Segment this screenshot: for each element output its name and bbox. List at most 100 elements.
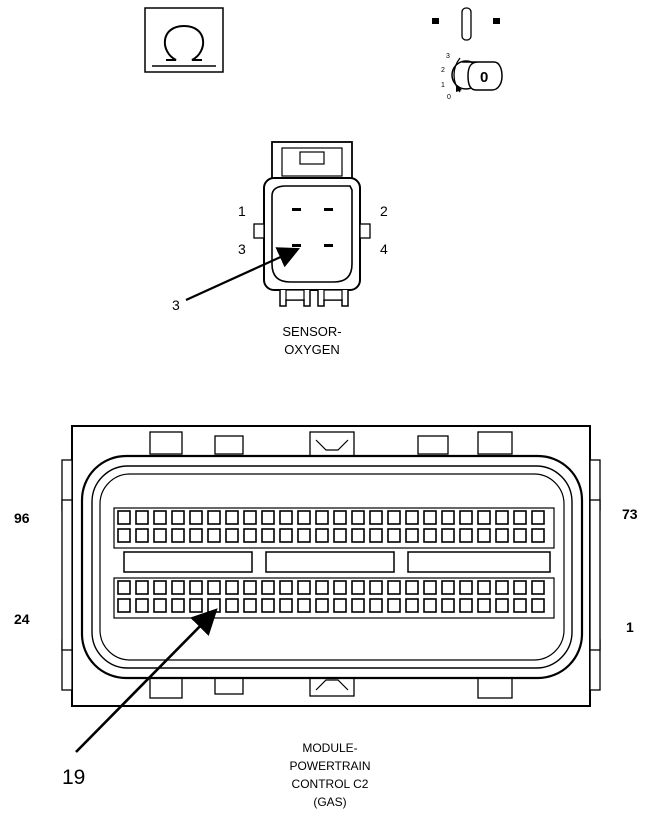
ignition-position-label: 3: [446, 53, 450, 60]
pcm-pin-cavity: [387, 598, 401, 613]
pcm-pin-cavity: [423, 598, 437, 613]
pcm-pin-cavity: [531, 580, 545, 595]
pcm-pin-cavity: [459, 598, 473, 613]
pcm-pin-cavity: [531, 598, 545, 613]
pcm-pin-cavity: [225, 510, 239, 525]
pcm-pin-cavity: [333, 528, 347, 543]
pcm-pin-cavity: [495, 580, 509, 595]
pcm-pin-cavity: [261, 528, 275, 543]
pcm-pin-cavity: [315, 580, 329, 595]
pcm-name-line2: POWERTRAIN: [289, 759, 370, 773]
oxygen-sensor-connector: [253, 141, 371, 307]
pcm-pin-cavity: [207, 528, 221, 543]
ignition-position-label: 0: [447, 94, 451, 101]
pcm-pin-cavity: [351, 598, 365, 613]
pcm-pin-cavity: [315, 598, 329, 613]
sensor-pin-3: [292, 244, 301, 247]
sensor-pin-4: [324, 244, 333, 247]
pcm-pin-cavity: [351, 528, 365, 543]
pcm-pin-cavity: [117, 580, 131, 595]
pcm-pin-cavity: [531, 510, 545, 525]
pcm-callout-label: 19: [62, 766, 85, 789]
pcm-pin-cavity: [297, 580, 311, 595]
pcm-pin-cavity: [351, 580, 365, 595]
pcm-pin-cavity: [243, 510, 257, 525]
pcm-pin-cavity: [153, 598, 167, 613]
sensor-callout-arrow: [185, 247, 301, 302]
sensor-pin-label-3: 3: [238, 241, 246, 257]
pcm-pin-cavity: [369, 528, 383, 543]
pcm-pin-cavity: [387, 510, 401, 525]
pcm-pin-cavity: [261, 510, 275, 525]
pcm-pin-cavity: [225, 598, 239, 613]
pcm-pin-cavity: [225, 580, 239, 595]
pcm-pin-cavity: [297, 510, 311, 525]
pcm-pin-cavity: [495, 528, 509, 543]
ignition-position-label: 1: [441, 82, 445, 89]
pcm-pin-cavity: [135, 598, 149, 613]
pcm-pin-cavity: [513, 510, 527, 525]
pcm-pin-cavity: [117, 598, 131, 613]
pcm-pin-cavity: [261, 598, 275, 613]
pcm-pin-array: [117, 510, 545, 613]
pcm-pin-cavity: [459, 528, 473, 543]
pcm-pin-cavity: [477, 580, 491, 595]
pcm-corner-label-96: 96: [14, 510, 30, 526]
pcm-connector: [61, 425, 601, 707]
pcm-corner-label-73: 73: [622, 506, 638, 522]
pcm-pin-cavity: [135, 580, 149, 595]
pcm-pin-cavity: [207, 580, 221, 595]
pcm-name-line4: (GAS): [313, 795, 346, 809]
pcm-pin-cavity: [207, 598, 221, 613]
pcm-pin-cavity: [513, 598, 527, 613]
pcm-pin-cavity: [243, 598, 257, 613]
sensor-name-line2: OXYGEN: [284, 342, 340, 357]
pcm-pin-cavity: [459, 580, 473, 595]
pcm-pin-cavity: [171, 528, 185, 543]
pcm-pin-cavity: [441, 528, 455, 543]
pcm-pin-cavity: [153, 580, 167, 595]
sensor-pin-2: [324, 208, 333, 211]
pcm-pin-cavity: [243, 580, 257, 595]
pcm-pin-cavity: [243, 528, 257, 543]
pcm-pin-cavity: [189, 528, 203, 543]
pcm-pin-cavity: [333, 510, 347, 525]
pcm-name-line1: MODULE-: [302, 741, 357, 755]
pcm-pin-cavity: [459, 510, 473, 525]
pcm-pin-cavity: [207, 510, 221, 525]
pcm-pin-cavity: [477, 598, 491, 613]
pcm-pin-cavity: [171, 598, 185, 613]
pcm-pin-cavity: [315, 528, 329, 543]
pcm-pin-cavity: [279, 510, 293, 525]
pcm-pin-cavity: [423, 580, 437, 595]
pcm-pin-cavity: [171, 510, 185, 525]
pcm-pin-cavity: [189, 510, 203, 525]
sensor-name-line1: SENSOR-: [282, 324, 341, 339]
pcm-pin-cavity: [405, 510, 419, 525]
ignition-key-icon: 3 2 1 0 0: [432, 7, 503, 101]
pcm-pin-cavity: [369, 580, 383, 595]
pcm-pin-cavity: [405, 598, 419, 613]
pcm-pin-cavity: [315, 510, 329, 525]
pcm-pin-cavity: [333, 598, 347, 613]
pcm-pin-cavity: [351, 510, 365, 525]
pcm-pin-cavity: [477, 528, 491, 543]
pcm-pin-cavity: [405, 580, 419, 595]
pcm-pin-cavity: [297, 528, 311, 543]
pcm-pin-cavity: [225, 528, 239, 543]
pcm-pin-cavity: [117, 510, 131, 525]
pcm-pin-cavity: [387, 528, 401, 543]
pcm-pin-cavity: [441, 580, 455, 595]
pcm-pin-cavity: [387, 580, 401, 595]
pcm-pin-cavity: [279, 528, 293, 543]
sensor-pin-label-4: 4: [380, 241, 388, 257]
pcm-pin-cavity: [495, 510, 509, 525]
pcm-pin-cavity: [279, 598, 293, 613]
pcm-pin-cavity: [513, 580, 527, 595]
sensor-callout-label: 3: [172, 297, 180, 313]
pcm-pin-cavity: [495, 598, 509, 613]
sensor-pin-1: [292, 208, 301, 211]
pcm-pin-cavity: [189, 598, 203, 613]
pcm-pin-cavity: [261, 580, 275, 595]
